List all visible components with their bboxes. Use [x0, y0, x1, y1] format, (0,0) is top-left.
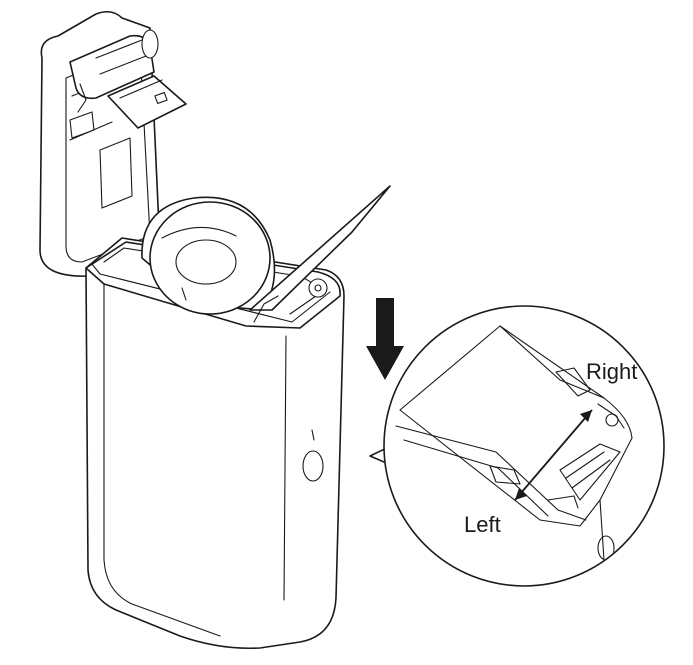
tape-strip: [249, 185, 391, 323]
left-label: Left: [464, 512, 501, 537]
arrow-down-icon: [366, 298, 404, 380]
right-label: Right: [586, 359, 638, 384]
detail-magnifier: [383, 305, 665, 587]
printer-lid: [39, 10, 187, 277]
double-headed-arrow-icon: [514, 409, 593, 501]
side-button: [302, 450, 324, 482]
roll-holder-gear: [308, 278, 328, 298]
tape-roll: [141, 196, 276, 315]
